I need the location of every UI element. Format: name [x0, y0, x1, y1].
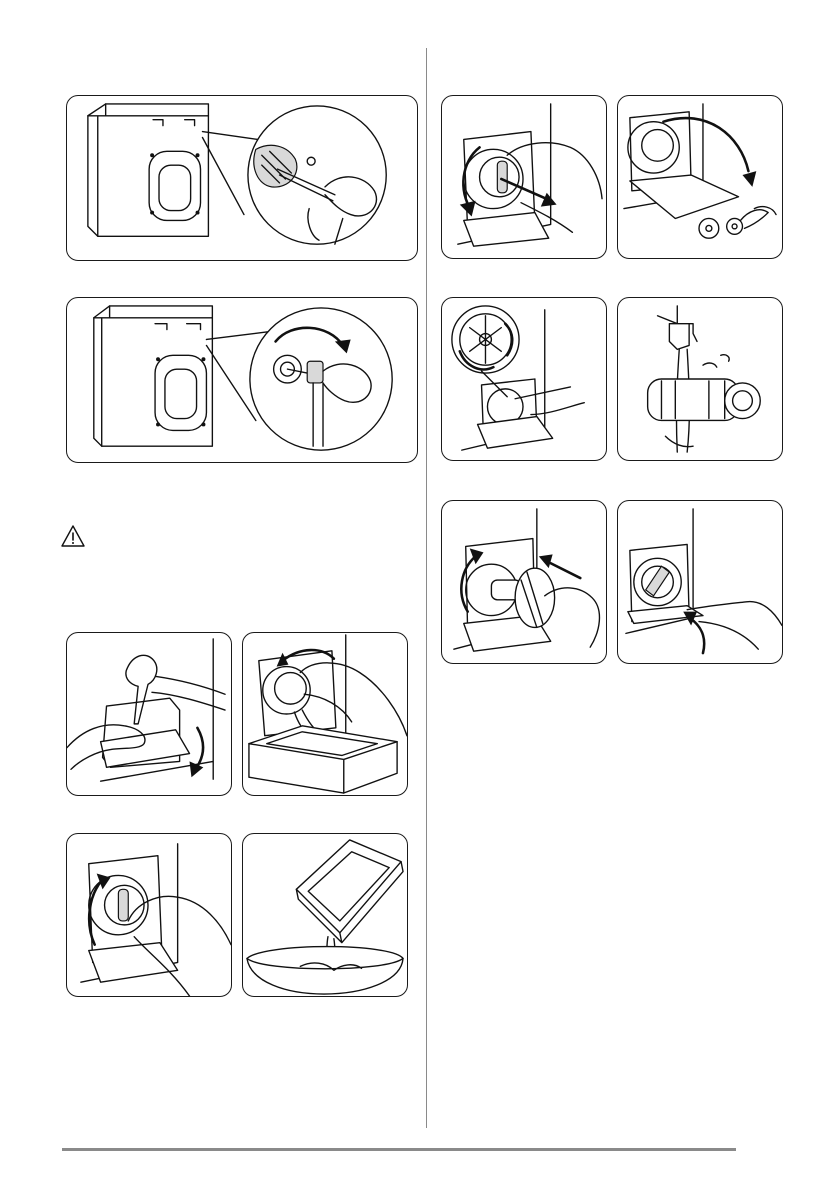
pump-filter-remove-icon [442, 96, 606, 258]
filter-insert-icon [442, 501, 606, 663]
warning-triangle-icon [60, 524, 86, 548]
illustration-remove-fluff [617, 95, 783, 259]
illustration-filter-close [66, 833, 232, 997]
illustration-filter-remove [441, 95, 607, 259]
illustration-flap-open [66, 632, 232, 796]
washer-hose-screw-on-icon [67, 298, 417, 462]
filter-rinse-icon [618, 298, 782, 460]
remove-fluff-icon [618, 96, 782, 258]
illustration-filter-insert [441, 500, 607, 664]
illustration-inlet-filter [66, 95, 418, 261]
impeller-turn-icon [442, 298, 606, 460]
pump-flap-open-icon [67, 633, 231, 795]
washer-inlet-filter-brush-icon [67, 96, 417, 260]
illustration-drain-water [242, 632, 408, 796]
illustration-empty-container [242, 833, 408, 997]
illustration-hose-connect [66, 297, 418, 463]
footer-rule [62, 1148, 736, 1151]
illustration-flap-close [617, 500, 783, 664]
column-divider [426, 48, 427, 1128]
flap-close-icon [618, 501, 782, 663]
empty-container-icon [243, 834, 407, 996]
pump-drain-water-icon [243, 633, 407, 795]
illustration-filter-rinse [617, 297, 783, 461]
pump-filter-close-icon [67, 834, 231, 996]
illustration-impeller-turn [441, 297, 607, 461]
